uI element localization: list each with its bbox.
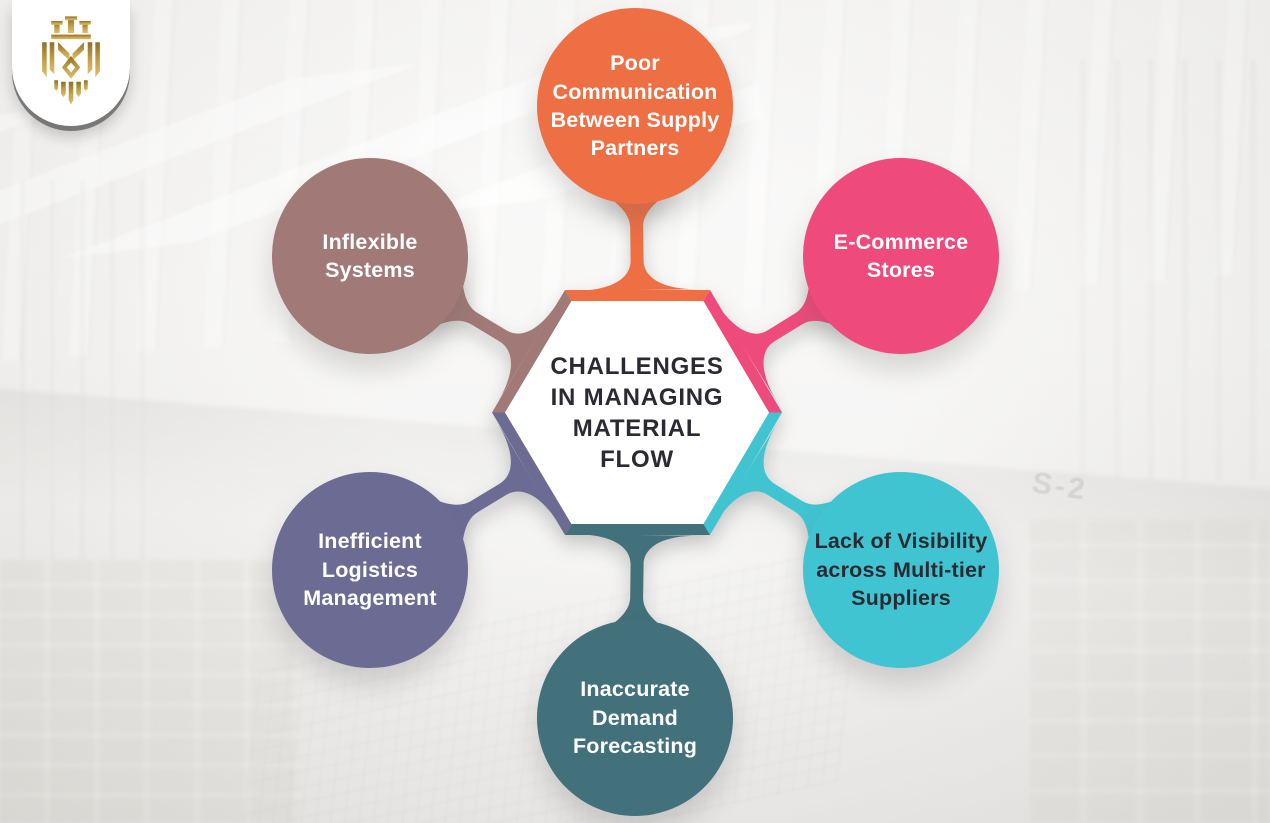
bubble-label: Poor Communication Between Supply Partne…: [550, 51, 720, 161]
hexagon-edge-inaccurate-forecasting: [565, 523, 710, 535]
challenge-bubble-inaccurate-forecasting: Inaccurate Demand Forecasting: [537, 620, 733, 816]
bubble-label: Inflexible Systems: [322, 229, 418, 282]
gold-crown-lion-emblem-icon: [42, 16, 100, 105]
challenge-bubble-inefficient-logistics: Inefficient Logistics Management: [272, 472, 468, 668]
bubble-label: Inefficient Logistics Management: [303, 529, 437, 611]
challenge-bubble-ecommerce-stores: E-Commerce Stores: [803, 158, 999, 354]
hexagon-title: CHALLENGES IN MANAGING MATERIAL FLOW: [550, 352, 724, 474]
bubble-label: Lack of Visibility across Multi-tier Sup…: [814, 529, 988, 611]
hexagon-edge-poor-communication: [565, 290, 710, 302]
challenge-bubble-poor-communication: Poor Communication Between Supply Partne…: [537, 8, 733, 204]
brand-logo-badge: [12, 0, 130, 126]
bubble-label: Inaccurate Demand Forecasting: [572, 677, 698, 759]
challenge-bubble-lack-of-visibility: Lack of Visibility across Multi-tier Sup…: [803, 472, 999, 668]
challenge-bubble-inflexible-systems: Inflexible Systems: [272, 158, 468, 354]
bubble-label: E-Commerce Stores: [833, 229, 969, 282]
